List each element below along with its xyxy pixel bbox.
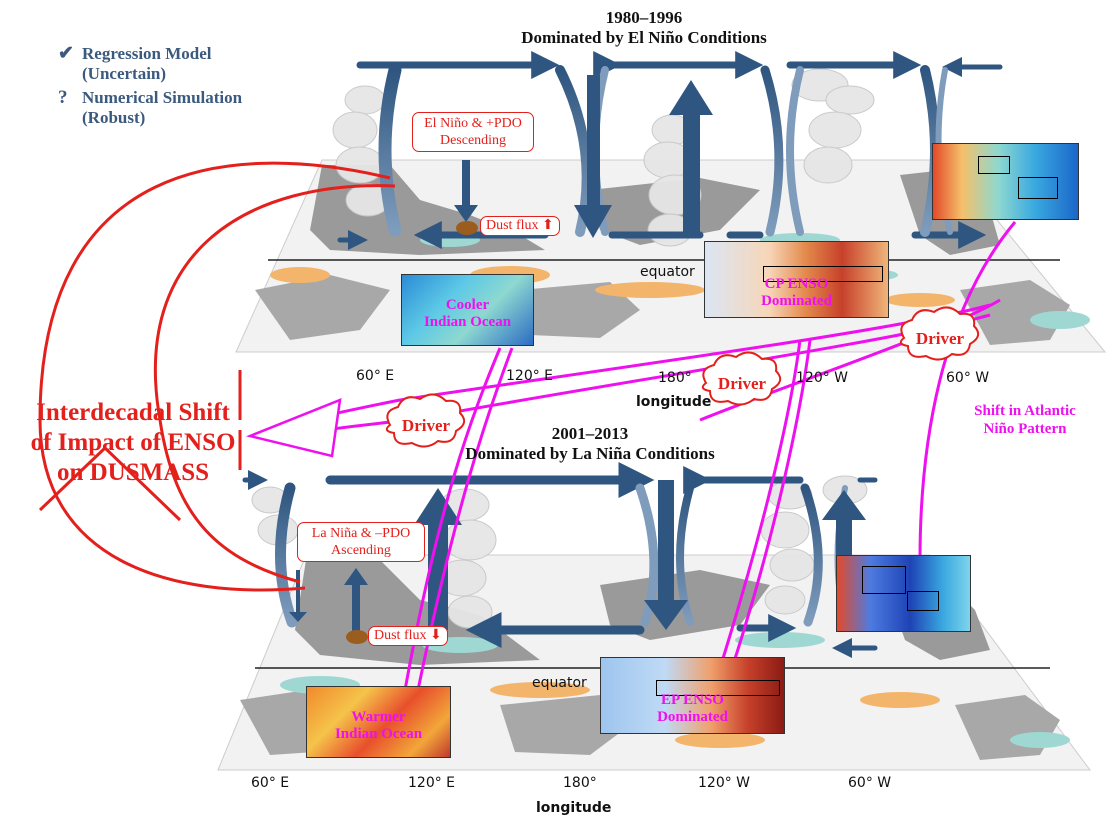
driver-label-2: Driver	[717, 374, 767, 393]
big-label-line3: on DUSMASS	[56, 459, 210, 486]
cooler-line2: Indian Ocean	[423, 314, 512, 330]
bottom-dust-label: Dust flux	[374, 628, 427, 643]
bottom-indian-inset: Warmer Indian Ocean	[306, 686, 451, 758]
top-equator-label: equator	[640, 264, 695, 280]
top-mechanism-box: El Niño & +PDO Descending	[412, 112, 534, 152]
bottom-axis-title: longitude	[536, 800, 612, 816]
bottom-tick-120e: 120° E	[408, 775, 456, 791]
legend-regression: ✔ Regression Model (Uncertain)	[58, 44, 212, 84]
bottom-tick-60w: 60° W	[848, 775, 892, 791]
top-tick-60w: 60° W	[946, 370, 990, 386]
top-panel-period: 1980–1996	[605, 8, 683, 27]
top-panel-title: 1980–1996 Dominated by El Niño Condition…	[434, 8, 854, 48]
cp-enso-line1: CP ENSO	[764, 276, 829, 292]
legend-simulation-line1: Numerical Simulation	[82, 88, 243, 107]
bottom-tick-60e: 60° E	[251, 775, 290, 791]
bottom-equator-label: equator	[532, 675, 587, 691]
top-indian-inset: Cooler Indian Ocean	[401, 274, 534, 346]
arrow-up-icon: ⬆	[542, 218, 554, 233]
top-atlantic-inset	[932, 143, 1079, 220]
bottom-panel-subtitle: Dominated by La Niña Conditions	[465, 444, 715, 463]
top-panel-subtitle: Dominated by El Niño Conditions	[521, 28, 767, 47]
bottom-panel-period: 2001–2013	[551, 424, 629, 443]
warmer-line2: Indian Ocean	[334, 726, 423, 742]
bottom-pacific-inset: EP ENSO Dominated	[600, 657, 785, 734]
check-icon: ✔	[58, 43, 74, 64]
bottom-panel-title: 2001–2013 Dominated by La Niña Condition…	[380, 424, 800, 464]
atlantic-shift-line1: Shift in Atlantic	[974, 403, 1076, 419]
top-tick-60e: 60° E	[356, 368, 395, 384]
bottom-mechanism-line2: Ascending	[331, 543, 391, 558]
driver-arrows	[254, 221, 1017, 691]
bottom-dust-flux-box: Dust flux ⬇	[368, 626, 448, 646]
legend-simulation-line2: (Robust)	[82, 108, 146, 127]
legend-regression-line2: (Uncertain)	[82, 64, 167, 83]
top-mechanism-line1: El Niño & +PDO	[424, 116, 522, 131]
interdecadal-shift-arrows	[38, 161, 396, 592]
top-tick-120w: 120° W	[796, 370, 849, 386]
top-tick-180: 180°	[658, 370, 692, 386]
arrow-down-icon: ⬇	[430, 628, 442, 643]
driver-label-3: Driver	[915, 329, 965, 348]
legend-simulation: ? Numerical Simulation (Robust)	[58, 88, 242, 128]
bottom-tick-180: 180°	[563, 775, 597, 791]
top-dust-flux-box: Dust flux ⬆	[480, 216, 560, 236]
ep-enso-line2: Dominated	[657, 709, 728, 725]
cooler-line1: Cooler	[445, 297, 490, 313]
cp-enso-line2: Dominated	[761, 293, 832, 309]
top-dust-label: Dust flux	[486, 218, 539, 233]
top-tick-120e: 120° E	[506, 368, 554, 384]
atlantic-shift-label: Shift in Atlantic Niño Pattern	[955, 402, 1095, 438]
legend-regression-line1: Regression Model	[82, 44, 212, 63]
bottom-circulation	[242, 462, 878, 658]
ep-enso-line1: EP ENSO	[661, 692, 724, 708]
driver-arrowhead-shift	[245, 398, 342, 458]
interdecadal-shift-label: Interdecadal Shift of Impact of ENSO on …	[8, 398, 258, 488]
driver-clouds	[385, 306, 980, 448]
dust-source-top-icon	[456, 221, 478, 235]
top-pacific-inset: CP ENSO Dominated	[704, 241, 889, 318]
big-label-line1: Interdecadal Shift	[36, 399, 230, 426]
top-axis-title: longitude	[636, 394, 712, 410]
top-vertical-arrows	[454, 75, 713, 238]
top-mechanism-line2: Descending	[439, 133, 507, 148]
bottom-tick-120w: 120° W	[698, 775, 751, 791]
warmer-line1: Warmer	[351, 709, 406, 725]
dust-source-bottom-icon	[346, 630, 368, 644]
top-clouds	[332, 68, 875, 247]
atlantic-shift-line2: Niño Pattern	[983, 421, 1067, 437]
bottom-mechanism-box: La Niña & –PDO Ascending	[297, 522, 425, 562]
bottom-atlantic-inset	[836, 555, 971, 632]
bottom-mechanism-line1: La Niña & –PDO	[311, 526, 411, 541]
question-icon: ?	[58, 87, 68, 108]
driver-label-1: Driver	[401, 416, 451, 435]
big-label-line2: of Impact of ENSO	[30, 429, 236, 456]
